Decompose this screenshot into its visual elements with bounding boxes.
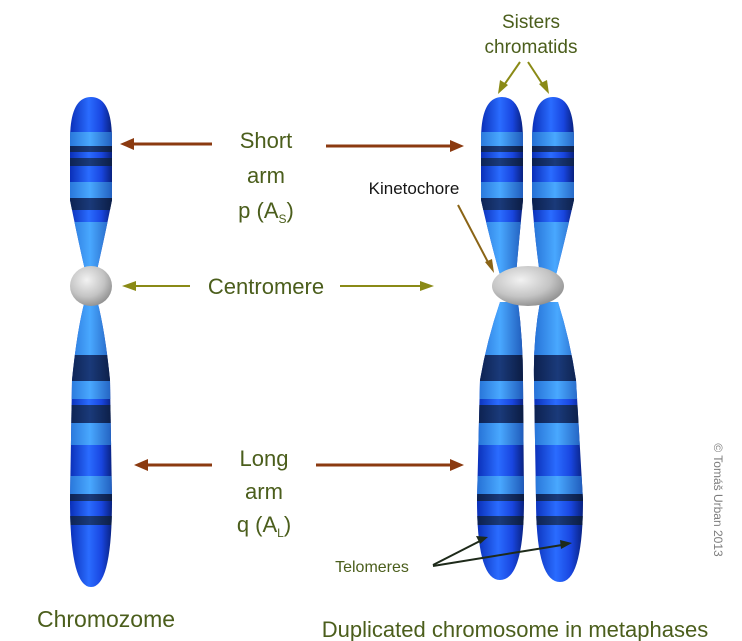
single-chromosome — [60, 97, 120, 587]
dark-band — [60, 405, 120, 423]
dark-band — [525, 494, 590, 501]
light-band — [60, 476, 120, 494]
telomeres-label: Telomeres — [335, 559, 409, 576]
dark-band — [60, 146, 120, 152]
light-band — [470, 423, 530, 445]
arrow-icon — [450, 140, 464, 152]
light-band — [60, 182, 120, 198]
dark-band — [60, 494, 120, 501]
short-arm-label-line3: p (AS) — [238, 198, 294, 226]
short-arm-subscript: S — [279, 212, 287, 226]
light-band — [60, 222, 120, 270]
arrow-icon — [120, 138, 134, 150]
light-band — [525, 132, 585, 146]
dark-band — [60, 516, 120, 525]
light-band — [60, 300, 120, 355]
dark-band — [470, 494, 530, 501]
dark-band — [60, 355, 120, 381]
short-arm-label-line1: Short — [240, 128, 293, 153]
arrow-icon — [122, 281, 136, 291]
dark-band — [470, 198, 530, 210]
dark-band — [470, 355, 530, 381]
arrow-icon — [134, 459, 148, 471]
duplicated-chromosome — [470, 97, 590, 582]
dark-band — [525, 355, 590, 381]
sisters-label-line1: Sisters — [502, 12, 560, 33]
single-chromosome-caption: Chromozome — [37, 606, 175, 632]
light-band — [525, 182, 585, 198]
duplicated-chromosome-caption: Duplicated chromosome in metaphases — [322, 617, 708, 641]
light-band — [525, 302, 590, 355]
dark-band — [470, 405, 530, 423]
dark-band — [470, 516, 530, 525]
sisters-label-line2: chromatids — [485, 37, 578, 58]
light-band — [60, 381, 120, 399]
light-band — [60, 423, 120, 445]
light-band — [60, 132, 120, 146]
dark-band — [525, 146, 585, 152]
light-band — [470, 381, 530, 399]
centromere-label: Centromere — [208, 274, 324, 299]
short-arm-label-line2: arm — [247, 163, 285, 188]
arrow-icon — [450, 459, 464, 471]
dark-band — [470, 146, 530, 152]
long-arm-label-line1: Long — [240, 446, 289, 471]
dark-band — [525, 516, 590, 525]
long-arm-label-line2: arm — [245, 479, 283, 504]
long-arm-label-line3: q (AL) — [237, 512, 291, 540]
copyright-text: © Tomáš Urban 2013 — [711, 443, 725, 557]
light-band — [525, 423, 590, 445]
dark-band — [525, 405, 590, 423]
light-band — [470, 182, 530, 198]
centromere-icon — [492, 266, 564, 306]
light-band — [525, 381, 590, 399]
light-band — [470, 302, 530, 355]
sisters-arrows — [498, 62, 549, 94]
light-band — [470, 476, 530, 494]
kinetochore-label: Kinetochore — [369, 179, 460, 198]
centromere-icon — [70, 266, 112, 306]
dark-band — [470, 158, 530, 166]
light-band — [470, 132, 530, 146]
dark-band — [525, 158, 585, 166]
dark-band — [60, 198, 120, 210]
arrow-icon — [420, 281, 434, 291]
light-band — [525, 476, 590, 494]
dark-band — [525, 198, 585, 210]
long-arm-arrows — [134, 459, 464, 471]
dark-band — [60, 158, 120, 166]
